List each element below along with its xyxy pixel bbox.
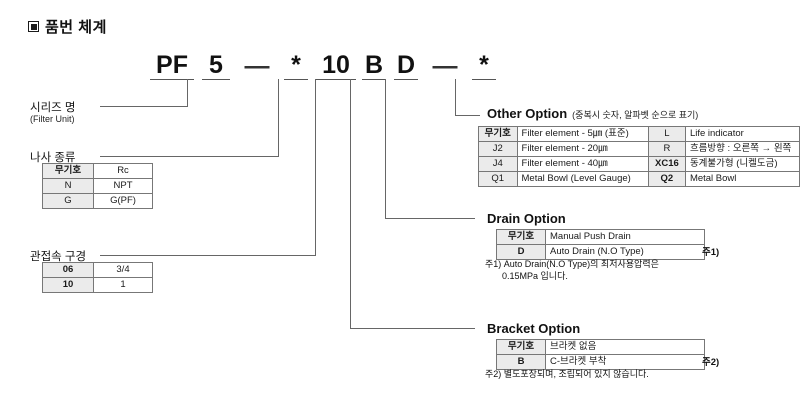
- other-option-table: 무기호 Filter element - 5㎛ (표준) L Life indi…: [478, 126, 800, 187]
- series-label: 시리즈 명: [30, 102, 76, 114]
- drain-note-marker: 주1): [702, 247, 720, 258]
- thread-code-0: 무기호: [42, 163, 94, 179]
- other-desc-5: 흐름방향 : 오른쪽 → 왼쪽: [684, 141, 800, 157]
- other-code-7: Q2: [647, 171, 686, 187]
- other-option-heading-ko: (중복시 숫자, 알파벳 순으로 표기): [572, 110, 699, 120]
- table-row: 무기호 브라켓 없음: [496, 339, 705, 355]
- other-code-1: J2: [478, 141, 518, 157]
- thread-label: 나사 종류: [30, 152, 76, 164]
- leader-line-drain-vertical: [385, 79, 386, 218]
- other-code-6: XC16: [647, 156, 686, 172]
- bracket-code-1: B: [496, 354, 546, 370]
- drain-code-0: 무기호: [496, 229, 546, 245]
- page-title-text: 품번 체계: [45, 19, 107, 36]
- other-code-5: R: [647, 141, 686, 157]
- series-sublabel: (Filter Unit): [30, 114, 75, 124]
- model-code: PF 5 — * 10 B D — *: [150, 50, 496, 80]
- thread-desc-2: G(PF): [93, 193, 153, 209]
- thread-code-2: G: [42, 193, 94, 209]
- filled-square-bullet-icon: [28, 21, 39, 32]
- table-row: Q1 Metal Bowl (Level Gauge) Q2 Metal Bow…: [478, 171, 800, 187]
- table-row: J2 Filter element - 20㎛ R 흐름방향 : 오른쪽 → 왼…: [478, 141, 800, 157]
- port-label: 관접속 구경: [30, 251, 87, 263]
- page-title: 품번 체계: [28, 16, 107, 37]
- other-code-2: J4: [478, 156, 518, 172]
- table-row: 06 3/4: [42, 262, 153, 278]
- leader-line-drain-horizontal: [385, 218, 475, 219]
- port-code-1: 10: [42, 277, 94, 293]
- port-desc-0: 3/4: [93, 262, 153, 278]
- table-row: D Auto Drain (N.O Type): [496, 244, 705, 260]
- other-option-heading-en: Other Option: [487, 106, 568, 121]
- table-row: 무기호 Rc: [42, 163, 153, 179]
- table-row: B C-브라켓 부착: [496, 354, 705, 370]
- other-desc-1: Filter element - 20㎛: [516, 141, 649, 157]
- leader-line-port-vertical: [315, 79, 316, 255]
- drain-desc-0: Manual Push Drain: [545, 229, 705, 245]
- drain-note-line-2: 0.15MPa 입니다.: [502, 271, 568, 281]
- table-row: 무기호 Manual Push Drain: [496, 229, 705, 245]
- drain-desc-1: Auto Drain (N.O Type): [545, 244, 705, 260]
- leader-line-series-horizontal: [100, 106, 188, 107]
- drain-option-heading-en: Drain Option: [487, 211, 566, 226]
- leader-line-bracket-vertical: [350, 79, 351, 328]
- thread-desc-0: Rc: [93, 163, 153, 179]
- table-row: 무기호 Filter element - 5㎛ (표준) L Life indi…: [478, 126, 800, 142]
- thread-type-table: 무기호 Rc N NPT G G(PF): [42, 163, 153, 209]
- code-segment-drain: D: [394, 51, 418, 80]
- other-code-0: 무기호: [478, 126, 518, 142]
- other-option-heading: Other Option (중복시 숫자, 알파벳 순으로 표기): [487, 106, 698, 121]
- leader-line-thread-horizontal: [100, 156, 279, 157]
- port-code-0: 06: [42, 262, 94, 278]
- other-desc-7: Metal Bowl: [684, 171, 800, 187]
- code-segment-dash-2: —: [432, 52, 458, 80]
- leader-line-port-horizontal: [100, 255, 316, 256]
- leader-line-series-vertical: [187, 79, 188, 106]
- table-row: J4 Filter element - 40㎛ XC16 동계불가형 (니켈도금…: [478, 156, 800, 172]
- table-row: N NPT: [42, 178, 153, 194]
- code-segment-series: PF: [150, 51, 194, 80]
- port-size-table: 06 3/4 10 1: [42, 262, 153, 293]
- bracket-desc-1: C-브라켓 부착: [545, 354, 705, 370]
- thread-desc-1: NPT: [93, 178, 153, 194]
- other-code-4: L: [647, 126, 686, 142]
- leader-line-other-horizontal: [455, 115, 480, 116]
- drain-option-heading: Drain Option: [487, 211, 566, 226]
- code-segment-bracket: B: [362, 51, 386, 80]
- other-desc-2: Filter element - 40㎛: [516, 156, 649, 172]
- bracket-option-heading: Bracket Option: [487, 321, 580, 336]
- bracket-option-table: 무기호 브라켓 없음 B C-브라켓 부착: [496, 339, 705, 370]
- bracket-code-0: 무기호: [496, 339, 546, 355]
- bracket-note-line-1: 주2) 별도포장되며, 조립되어 있지 않습니다.: [485, 369, 649, 379]
- thread-code-1: N: [42, 178, 94, 194]
- drain-option-table: 무기호 Manual Push Drain D Auto Drain (N.O …: [496, 229, 705, 260]
- other-code-3: Q1: [478, 171, 518, 187]
- other-desc-3: Metal Bowl (Level Gauge): [516, 171, 649, 187]
- port-desc-1: 1: [93, 277, 153, 293]
- bracket-option-heading-en: Bracket Option: [487, 321, 581, 336]
- table-row: 10 1: [42, 277, 153, 293]
- code-segment-size: 5: [202, 51, 230, 80]
- drain-code-1: D: [496, 244, 546, 260]
- code-segment-dash-1: —: [244, 52, 270, 80]
- table-row: G G(PF): [42, 193, 153, 209]
- other-desc-0: Filter element - 5㎛ (표준): [516, 126, 649, 142]
- leader-line-other-vertical: [455, 79, 456, 115]
- drain-note-line-1: 주1) Auto Drain(N.O Type)의 최저사용압력은: [485, 259, 659, 269]
- leader-line-thread-vertical: [278, 79, 279, 156]
- code-segment-other: *: [472, 51, 496, 80]
- bracket-note-marker: 주2): [702, 357, 720, 368]
- other-desc-6: 동계불가형 (니켈도금): [684, 156, 800, 172]
- code-segment-thread: *: [284, 51, 308, 80]
- other-desc-4: Life indicator: [684, 126, 800, 142]
- leader-line-bracket-horizontal: [350, 328, 475, 329]
- bracket-desc-0: 브라켓 없음: [545, 339, 705, 355]
- code-segment-port: 10: [316, 51, 356, 80]
